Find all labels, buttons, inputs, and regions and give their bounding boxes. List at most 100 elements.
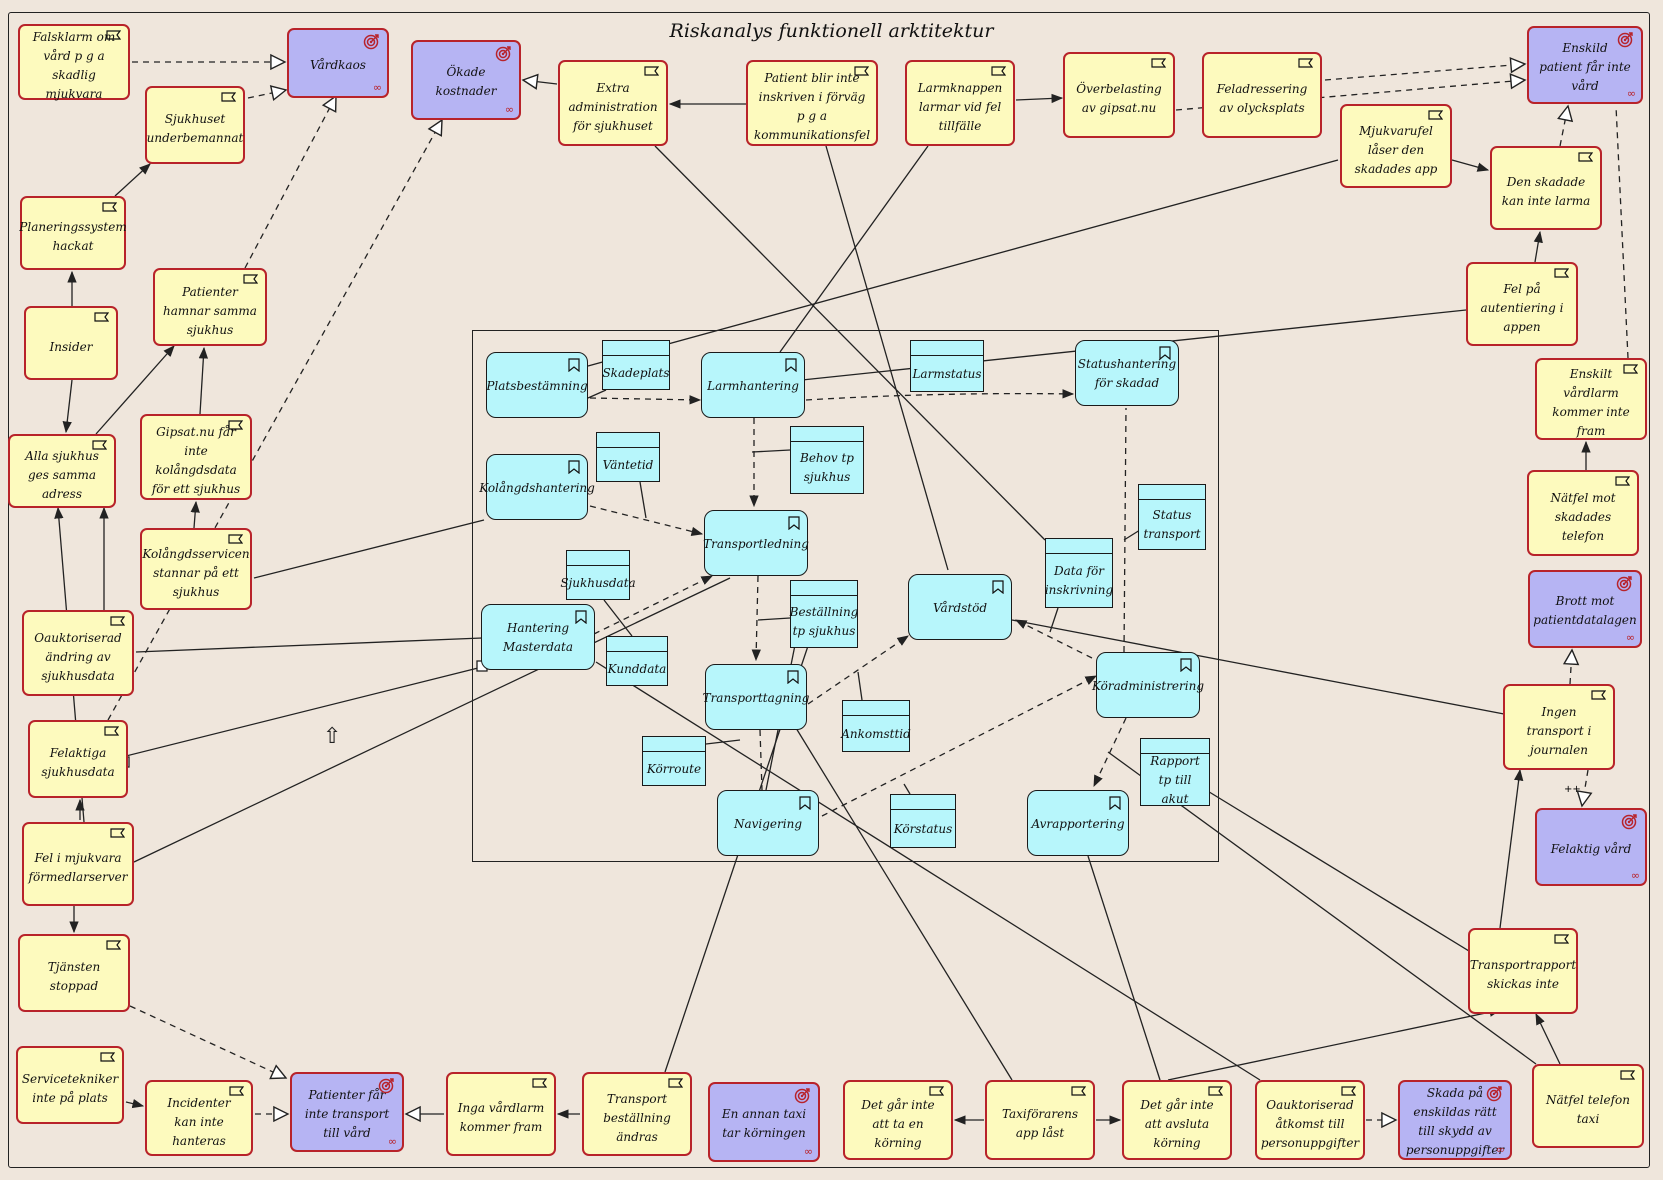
event-oauktoriserad-atkomst[interactable]: Oauktoriserad åtkomst till personuppgift… — [1255, 1080, 1365, 1160]
data-bestallning-tp[interactable]: Beställning tp sjukhus — [790, 580, 858, 648]
data-larmstatus[interactable]: Larmstatus — [910, 340, 984, 392]
data-object-label: Väntetid — [602, 457, 654, 472]
event-larmknappen[interactable]: Larmknappen larmar vid fel tillfälle — [905, 60, 1015, 146]
flag-icon — [110, 828, 125, 838]
data-vantetid[interactable]: Väntetid — [596, 432, 660, 482]
event-sjukhuset-underbemannat[interactable]: Sjukhuset underbemannat — [145, 86, 245, 164]
event-den-skadade[interactable]: Den skadade kan inte larma — [1490, 146, 1602, 230]
event-label: Oauktoriserad ändring av sjukhusdata — [34, 630, 122, 683]
goal-link-icon: ∞ — [803, 1145, 813, 1158]
target-icon — [1616, 576, 1632, 592]
data-object-label: Data för inskrivning — [1044, 564, 1114, 597]
data-for-inskrivning[interactable]: Data för inskrivning — [1045, 538, 1113, 608]
goal-skada-pa[interactable]: Skada på enskildas rätt till skydd av pe… — [1398, 1080, 1512, 1160]
event-patienter-hamnar[interactable]: Patienter hamnar samma sjukhus — [153, 268, 267, 346]
event-label: Insider — [49, 339, 93, 354]
function-label: Hantering Masterdata — [502, 621, 574, 654]
data-kunddata[interactable]: Kunddata — [606, 636, 668, 686]
goal-vardkaos[interactable]: Vårdkaos ∞ — [287, 28, 389, 98]
event-det-gar-inte-ta[interactable]: Det går inte att ta en körning — [843, 1080, 953, 1160]
function-vardstod[interactable]: Vårdstöd — [908, 574, 1012, 640]
event-feladressering[interactable]: Feladressering av olycksplats — [1202, 52, 1322, 138]
event-overbelastning[interactable]: Överbelasting av gipsat.nu — [1063, 52, 1175, 138]
event-inga-vardlarm[interactable]: Inga vårdlarm kommer fram — [446, 1072, 556, 1156]
event-fel-i-mjukvara[interactable]: Fel i mjukvara förmedlarserver — [22, 822, 134, 906]
function-larmhantering[interactable]: Larmhantering — [701, 352, 805, 418]
function-statushantering[interactable]: Statushantering för skadad — [1075, 340, 1179, 406]
event-natfel-skadades[interactable]: Nätfel mot skadades telefon — [1527, 470, 1639, 556]
data-object-label: Skadeplats — [602, 365, 670, 380]
event-insider[interactable]: Insider — [24, 306, 118, 380]
event-oauktoriserad-andring[interactable]: Oauktoriserad ändring av sjukhusdata — [22, 610, 134, 696]
target-icon — [1621, 814, 1637, 830]
goal-brott-mot[interactable]: Brott mot patientdatalagen ∞ — [1528, 570, 1642, 648]
flag-icon — [1071, 1086, 1086, 1096]
function-platsbestamning[interactable]: Platsbestämning — [486, 352, 588, 418]
goal-en-annan-taxi[interactable]: En annan taxi tar körningen ∞ — [708, 1082, 820, 1162]
goal-okade-kostnader[interactable]: Ökade kostnader ∞ — [411, 40, 521, 120]
event-kolangdsservicen[interactable]: Kolångdsservicen stannar på ett sjukhus — [140, 528, 252, 610]
function-label: Platsbestämning — [486, 378, 588, 393]
goal-felaktig-vard[interactable]: Felaktig vård ∞ — [1535, 808, 1647, 886]
flag-icon — [1341, 1086, 1356, 1096]
event-label: Enskilt vårdlarm kommer inte fram — [1552, 367, 1630, 438]
event-taxiforarens-app[interactable]: Taxiförarens app låst — [985, 1080, 1095, 1160]
data-ankomsttid[interactable]: Ankomsttid — [841, 700, 911, 752]
function-label: Navigering — [733, 816, 803, 831]
function-transportledning[interactable]: Transportledning — [703, 510, 809, 576]
event-label: Incidenter kan inte hanteras — [167, 1095, 231, 1148]
event-transportrapport[interactable]: Transportrapport skickas inte — [1468, 928, 1578, 1014]
goal-label: Brott mot patientdatalagen — [1533, 594, 1637, 627]
flag-icon — [110, 616, 125, 626]
data-object-label: Beställning tp sjukhus — [789, 605, 859, 638]
flag-icon — [644, 66, 659, 76]
event-patient-blir-inte[interactable]: Patient blir inte inskriven i förväg p g… — [746, 60, 878, 146]
event-incidenter[interactable]: Incidenter kan inte hanteras — [145, 1080, 253, 1156]
event-felaktiga-sjukhusdata[interactable]: Felaktiga sjukhusdata — [28, 720, 128, 798]
event-label: Extra administration för sjukhuset — [568, 80, 658, 133]
flag-icon — [854, 66, 869, 76]
event-label: Fel på autentiering i appen — [1480, 281, 1564, 334]
event-falsklarm[interactable]: Falsklarm om vård p g a skadlig mjukvara — [18, 24, 130, 101]
event-enskilt-vardlarm[interactable]: Enskilt vårdlarm kommer inte fram — [1535, 358, 1647, 440]
data-skadeplats[interactable]: Skadeplats — [602, 340, 670, 390]
data-rapport-tp[interactable]: Rapport tp till akut — [1140, 738, 1210, 806]
event-transport-bestallning[interactable]: Transport beställning ändras — [582, 1072, 692, 1156]
event-tjansten-stoppad[interactable]: Tjänsten stoppad — [18, 934, 130, 1012]
event-extra-admin[interactable]: Extra administration för sjukhuset — [558, 60, 668, 146]
target-icon — [1486, 1086, 1502, 1102]
function-koradministrering[interactable]: Köradministrering — [1092, 652, 1204, 718]
event-label: Det går inte att ta en körning — [861, 1097, 935, 1150]
event-alla-sjukhus[interactable]: Alla sjukhus ges samma adress — [8, 434, 116, 508]
goal-enskild-patient[interactable]: Enskild patient får inte vård ∞ — [1527, 26, 1643, 104]
data-korstatus[interactable]: Körstatus — [890, 794, 956, 848]
goal-link-icon: ∞ — [1630, 869, 1640, 882]
bookmark-icon — [1109, 796, 1121, 810]
event-det-gar-inte-avsluta[interactable]: Det går inte att avsluta körning — [1122, 1080, 1232, 1160]
data-behov-tp[interactable]: Behov tp sjukhus — [790, 426, 864, 494]
event-servicetekniker[interactable]: Servicetekniker inte på plats — [16, 1046, 124, 1124]
event-label: Tjänsten stoppad — [47, 960, 101, 993]
data-object-label: Larmstatus — [912, 366, 982, 381]
function-hantering-masterdata[interactable]: Hantering Masterdata — [481, 604, 595, 670]
event-ingen-transport[interactable]: Ingen transport i journalen — [1503, 684, 1615, 770]
function-navigering[interactable]: Navigering — [717, 790, 819, 856]
event-natfel-taxi[interactable]: Nätfel telefon taxi — [1532, 1064, 1644, 1148]
flag-icon — [104, 726, 119, 736]
goal-patienter-far-inte[interactable]: Patienter får inte transport till vård ∞ — [290, 1072, 404, 1152]
flag-icon — [1620, 1070, 1635, 1080]
event-mjukvarufel[interactable]: Mjukvarufel låser den skadades app — [1340, 104, 1452, 188]
event-label: Transport beställning ändras — [603, 1091, 671, 1144]
data-status-transport[interactable]: Status transport — [1138, 484, 1206, 550]
function-transporttagning[interactable]: Transporttagning — [703, 664, 809, 730]
data-object-label: Behov tp sjukhus — [800, 451, 854, 484]
event-planeringssystem-hackat[interactable]: Planeringssystem hackat — [19, 196, 127, 270]
function-kolangdshantering[interactable]: Kolångdshantering — [479, 454, 595, 520]
goal-label: Ökade kostnader — [435, 65, 497, 98]
event-gipsat-far-inte[interactable]: Gipsat.nu får inte kolångdsdata för ett … — [140, 414, 252, 500]
data-korroute[interactable]: Körroute — [642, 736, 706, 786]
function-avrapportering[interactable]: Avrapportering — [1027, 790, 1129, 856]
data-sjukhusdata[interactable]: Sjukhusdata — [560, 550, 636, 600]
event-fel-autentiering[interactable]: Fel på autentiering i appen — [1466, 262, 1578, 346]
